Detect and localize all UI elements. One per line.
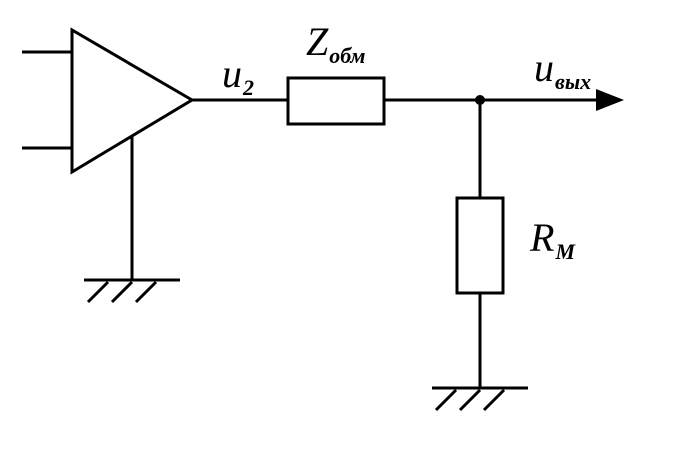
load-resistor-box <box>455 196 505 295</box>
label-r-m-main: R <box>530 215 555 260</box>
label-z-obm-main: Z <box>306 19 329 64</box>
label-r-m: RМ <box>530 215 575 263</box>
winding-impedance-box <box>286 76 386 126</box>
label-u-out: uвых <box>534 45 591 93</box>
label-z-obm: Zобм <box>306 19 365 67</box>
output-arrow <box>596 89 624 111</box>
label-u2-sub: 2 <box>243 75 254 100</box>
label-u2-main: u <box>222 51 242 96</box>
label-u2: u2 <box>222 51 254 99</box>
ground-symbol-right <box>432 386 528 412</box>
label-z-obm-sub: обм <box>329 43 366 68</box>
ground-symbol-left <box>84 278 180 304</box>
label-u-out-main: u <box>534 45 554 90</box>
label-r-m-sub: М <box>555 239 575 264</box>
label-u-out-sub: вых <box>555 69 592 94</box>
